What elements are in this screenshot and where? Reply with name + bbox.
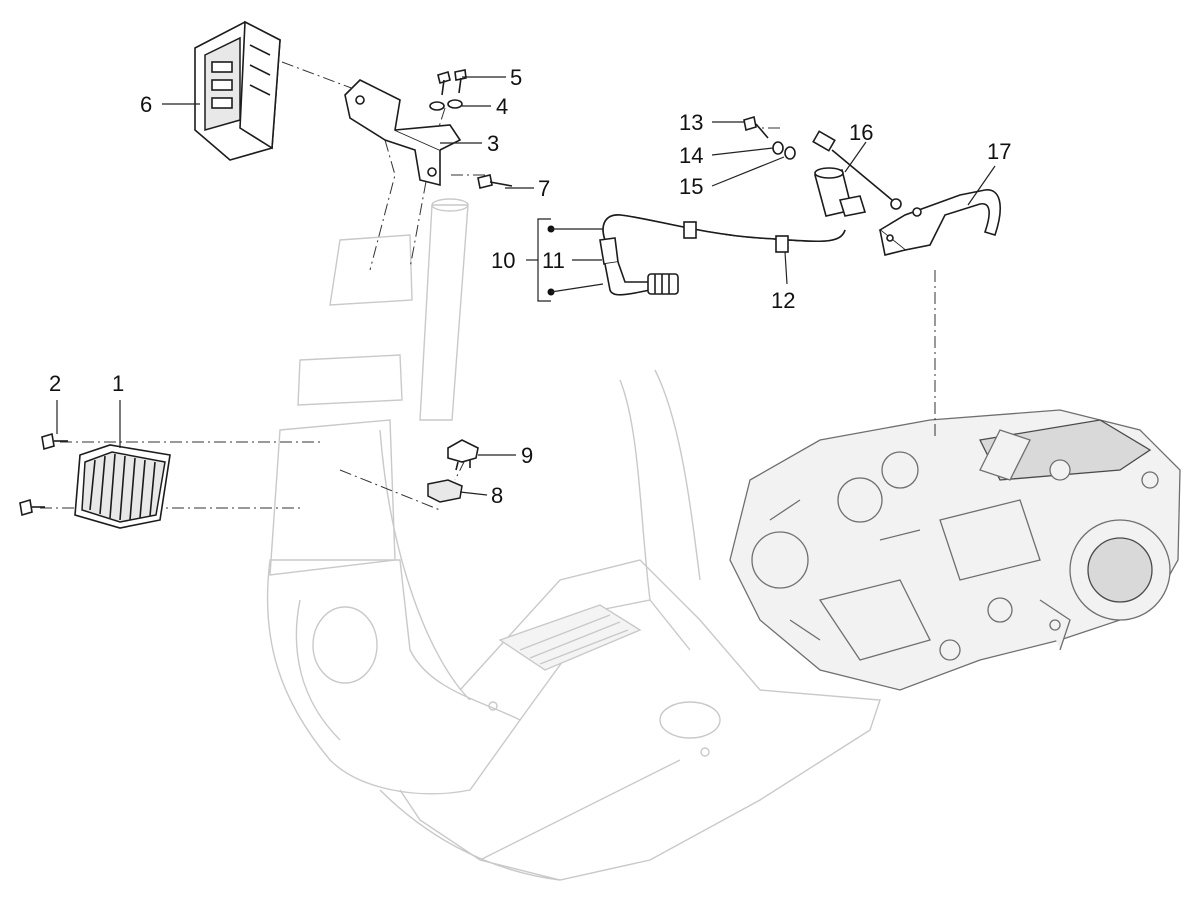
callout-2: 2	[49, 371, 61, 396]
voltage-regulator-part	[74, 444, 171, 529]
leader-lines	[56, 76, 996, 496]
callout-3: 3	[487, 131, 499, 156]
washer-part-14	[772, 141, 784, 155]
bolts-part-5	[437, 69, 467, 96]
callout-14: 14	[679, 143, 703, 168]
callout-16: 16	[849, 120, 873, 145]
callout-1: 1	[112, 371, 124, 396]
control-unit-part	[194, 20, 281, 161]
coil-bracket-part	[878, 189, 1001, 256]
ground-cable-part	[812, 130, 902, 210]
ignition-coil	[814, 167, 867, 217]
callout-6: 6	[140, 92, 152, 117]
bolt-part-13	[743, 115, 769, 139]
callout-8: 8	[491, 483, 503, 508]
screw-part-7	[477, 174, 513, 189]
callout-4: 4	[496, 94, 508, 119]
rubber-block-part	[427, 479, 463, 503]
washer-part-15	[784, 146, 796, 160]
callout-labels: 6 5 4 3 7 2 1 9 8 10 11 12 13 14 15 16 1…	[49, 65, 1011, 508]
callout-5: 5	[510, 65, 522, 90]
assembly-lines	[40, 61, 936, 511]
ht-cable-part	[602, 214, 846, 253]
spark-plug-cap-part	[599, 237, 679, 296]
relay-part	[447, 439, 479, 471]
callout-10: 10	[491, 248, 515, 273]
screws-part-2	[19, 432, 68, 517]
scooter-frame-ghost	[266, 198, 881, 881]
callout-12: 12	[771, 288, 795, 313]
callout-15: 15	[679, 174, 703, 199]
engine-assembly	[729, 409, 1181, 691]
mounting-bracket-part	[344, 79, 462, 187]
callout-11: 11	[542, 248, 565, 273]
callout-17: 17	[987, 139, 1011, 164]
callout-9: 9	[521, 443, 533, 468]
callout-13: 13	[679, 110, 703, 135]
washers-part-4	[429, 99, 463, 111]
callout-7: 7	[538, 176, 550, 201]
